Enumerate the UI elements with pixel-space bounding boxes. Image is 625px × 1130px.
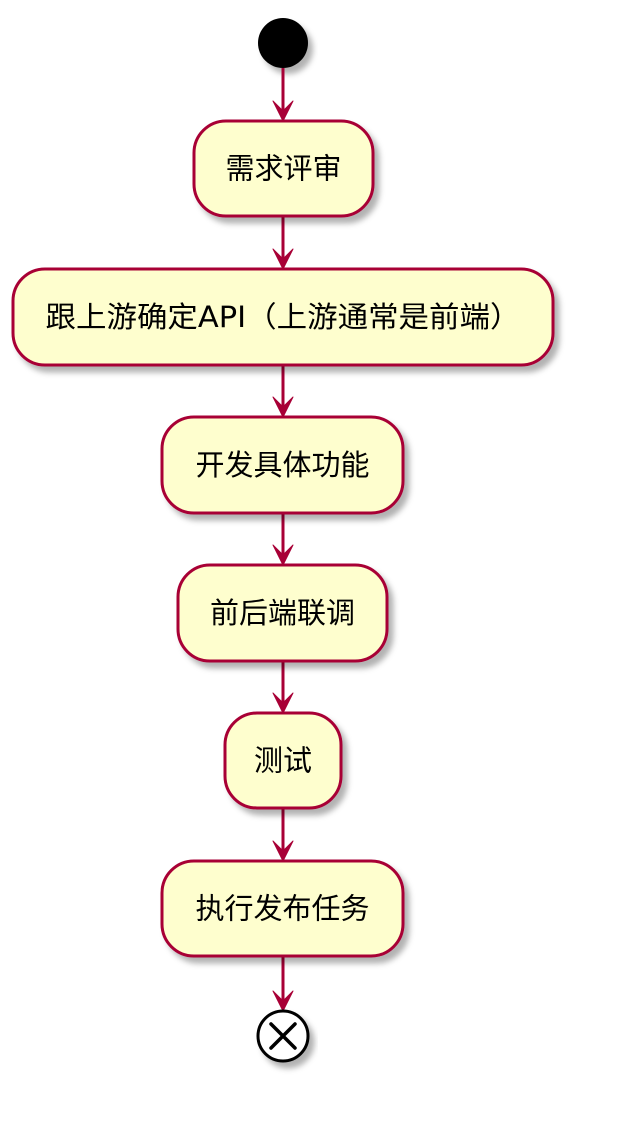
- activity-step-4: 前后端联调: [176, 563, 389, 663]
- flow-arrowhead-7: [272, 990, 294, 1012]
- activity-step-5-label: 测试: [254, 744, 312, 778]
- flow-arrowhead-1: [272, 100, 294, 122]
- activity-step-1: 需求评审: [192, 119, 375, 218]
- flow-arrowhead-4: [272, 544, 294, 566]
- start-node-icon: [258, 18, 308, 68]
- flow-arrows: [272, 68, 294, 1012]
- activity-step-3: 开发具体功能: [160, 415, 405, 515]
- activity-step-1-label: 需求评审: [225, 152, 341, 186]
- activity-step-2: 跟上游确定API（上游通常是前端）: [11, 267, 555, 367]
- activity-step-2-label: 跟上游确定API（上游通常是前端）: [46, 300, 521, 334]
- flow-arrowhead-2: [272, 248, 294, 270]
- end-node-icon: [256, 1009, 310, 1063]
- flow-arrowhead-3: [272, 396, 294, 418]
- activity-step-6-label: 执行发布任务: [195, 892, 369, 926]
- activity-step-3-label: 开发具体功能: [195, 448, 369, 482]
- activity-step-4-label: 前后端联调: [210, 596, 355, 630]
- activity-step-5: 测试: [223, 711, 343, 810]
- flow-arrowhead-5: [272, 692, 294, 714]
- flow-arrowhead-6: [272, 840, 294, 862]
- activity-step-6: 执行发布任务: [160, 859, 405, 958]
